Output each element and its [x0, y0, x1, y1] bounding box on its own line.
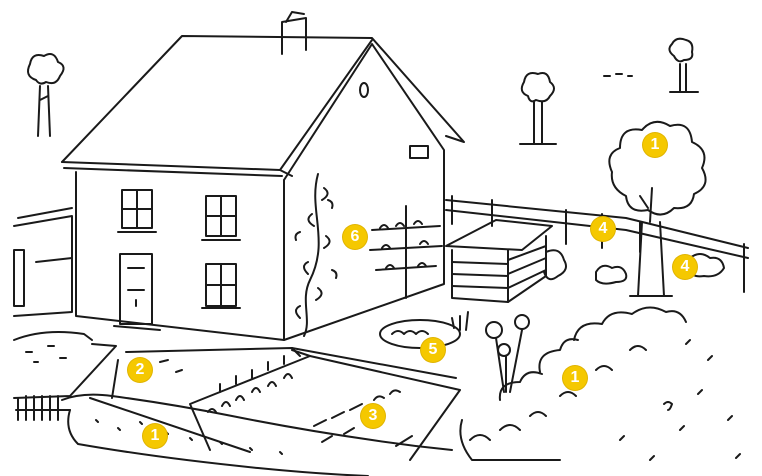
distant-tree-middle	[520, 73, 556, 144]
marker-fence-right[interactable]: 4	[673, 255, 697, 279]
front-lawn	[14, 332, 116, 420]
marker-tree[interactable]: 1	[643, 133, 667, 157]
marker-lawn[interactable]: 2	[128, 358, 152, 382]
distant-tree-right	[604, 39, 698, 92]
marker-wall-climbers[interactable]: 6	[343, 225, 367, 249]
left-outbuilding	[14, 208, 72, 316]
distant-tree-left	[28, 54, 64, 136]
front-hedge	[62, 395, 452, 476]
marker-pond[interactable]: 5	[421, 338, 445, 362]
marker-hedge-front[interactable]: 1	[143, 424, 167, 448]
marker-hedge-right[interactable]: 1	[563, 366, 587, 390]
sunflowers	[486, 315, 529, 392]
house	[62, 12, 464, 340]
wall-climbers	[296, 174, 443, 336]
marker-fence-middle[interactable]: 4	[591, 217, 615, 241]
fence	[446, 196, 748, 292]
marker-vegetable-beds[interactable]: 3	[361, 404, 385, 428]
garden-shed	[446, 220, 566, 302]
